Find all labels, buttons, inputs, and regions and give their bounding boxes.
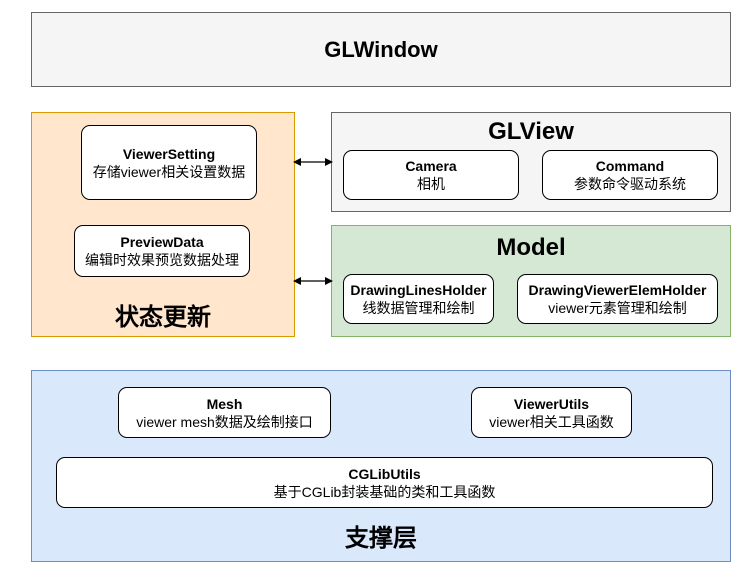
drawing-lines-holder-desc: 线数据管理和绘制	[362, 300, 475, 316]
drawing-lines-holder-card: DrawingLinesHolder 线数据管理和绘制	[343, 274, 494, 324]
viewer-setting-desc: 存储viewer相关设置数据	[92, 163, 246, 180]
state-model-arrow	[293, 277, 333, 285]
viewer-utils-card: ViewerUtils viewer相关工具函数	[471, 387, 632, 438]
viewer-utils-title: ViewerUtils	[513, 395, 590, 412]
camera-desc: 相机	[417, 176, 445, 192]
camera-card: Camera 相机	[343, 150, 519, 200]
model-title: Model	[496, 234, 566, 261]
drawing-viewer-elem-holder-card: DrawingViewerElemHolder viewer元素管理和绘制	[517, 274, 718, 324]
command-card: Command 参数命令驱动系统	[542, 150, 718, 200]
preview-data-card: PreviewData 编辑时效果预览数据处理	[74, 225, 250, 277]
drawing-viewer-elem-holder-desc: viewer元素管理和绘制	[548, 300, 687, 316]
glview-title: GLView	[488, 118, 574, 145]
mesh-desc: viewer mesh数据及绘制接口	[136, 413, 313, 430]
drawing-viewer-elem-holder-title: DrawingViewerElemHolder	[528, 282, 707, 298]
mesh-title: Mesh	[206, 395, 243, 412]
state-glview-arrow	[293, 158, 333, 166]
viewer-setting-card: ViewerSetting 存储viewer相关设置数据	[81, 125, 257, 200]
glwindow-title: GLWindow	[324, 36, 438, 62]
cglib-utils-card: CGLibUtils 基于CGLib封装基础的类和工具函数	[56, 457, 713, 508]
command-title: Command	[595, 158, 665, 174]
preview-data-desc: 编辑时效果预览数据处理	[85, 252, 239, 268]
support-layer-title: 支撑层	[345, 525, 417, 552]
camera-title: Camera	[405, 158, 457, 174]
preview-data-title: PreviewData	[120, 234, 204, 250]
glwindow-box: GLWindow	[31, 12, 731, 87]
viewer-setting-title: ViewerSetting	[122, 145, 216, 162]
viewer-utils-desc: viewer相关工具函数	[489, 413, 614, 430]
drawing-lines-holder-title: DrawingLinesHolder	[350, 282, 487, 298]
state-update-title: 状态更新	[115, 304, 211, 331]
mesh-card: Mesh viewer mesh数据及绘制接口	[118, 387, 331, 438]
cglib-utils-desc: 基于CGLib封装基础的类和工具函数	[273, 483, 496, 500]
cglib-utils-title: CGLibUtils	[348, 465, 421, 482]
command-desc: 参数命令驱动系统	[574, 176, 686, 192]
